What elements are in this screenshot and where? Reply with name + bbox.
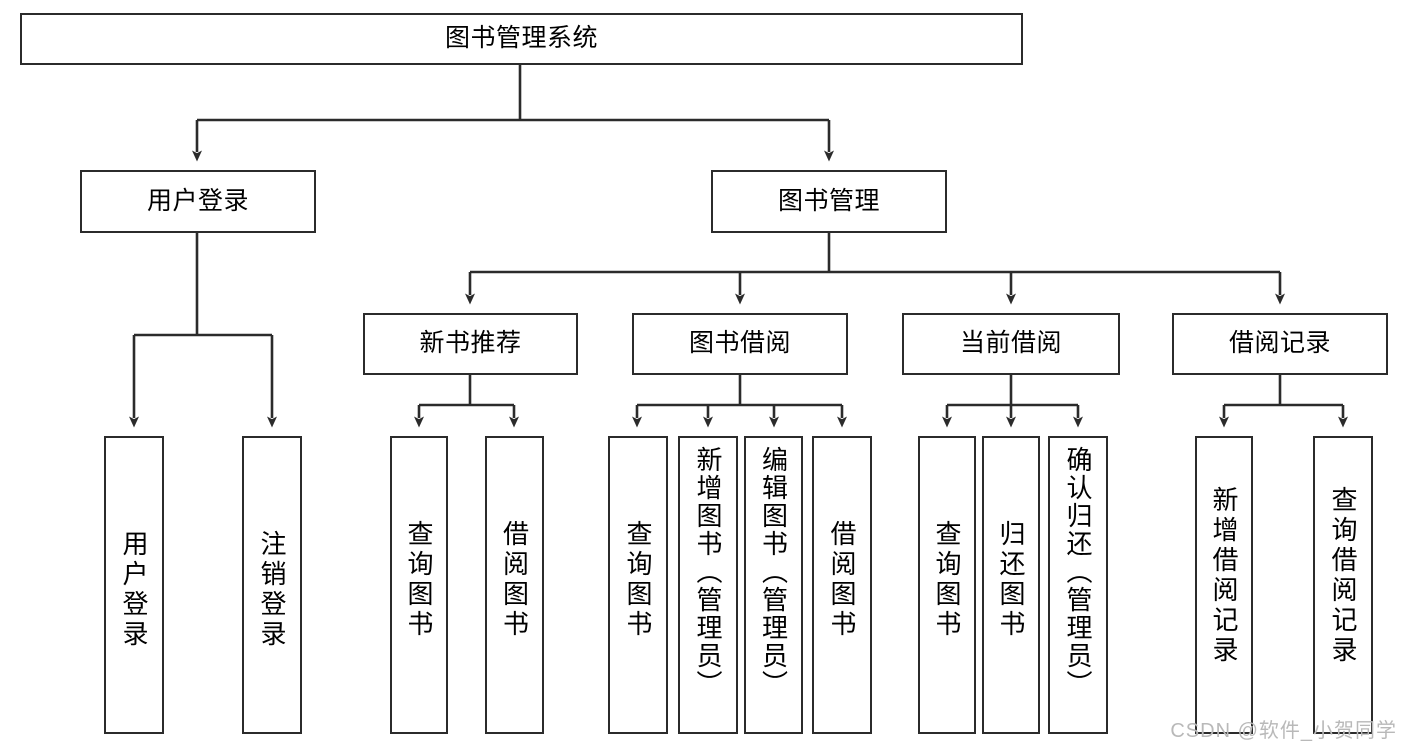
node-label: 借阅图书 [499, 520, 530, 640]
node-label: 归还图书 [996, 520, 1026, 640]
node-leaf-edit-book-admin[interactable]: 编辑图书（管理员） [744, 436, 803, 734]
node-label: 当前借阅 [959, 329, 1062, 358]
node-label: 查询图书 [932, 520, 962, 640]
node-label: 用户登录 [119, 530, 149, 650]
node-label: 查询图书 [404, 520, 434, 640]
node-leaf-logout-login[interactable]: 注销登录 [242, 436, 302, 734]
node-label: 注销登录 [257, 530, 287, 650]
node-label: 借阅记录 [1228, 329, 1331, 358]
node-label: 查询借阅记录 [1328, 486, 1358, 666]
node-borrow-record[interactable]: 借阅记录 [1172, 313, 1388, 375]
node-leaf-add-borrow-record[interactable]: 新增借阅记录 [1195, 436, 1253, 734]
node-user-login[interactable]: 用户登录 [80, 170, 316, 233]
node-leaf-borrow-book-recommend[interactable]: 借阅图书 [485, 436, 544, 734]
node-book-management[interactable]: 图书管理 [711, 170, 947, 233]
node-label: 新增借阅记录 [1209, 486, 1239, 666]
node-label: 图书管理 [777, 186, 880, 215]
node-leaf-return-book[interactable]: 归还图书 [982, 436, 1040, 734]
node-current-borrow[interactable]: 当前借阅 [902, 313, 1120, 375]
node-label: 新书推荐 [419, 329, 522, 358]
node-label: 图书管理系统 [444, 24, 598, 53]
node-new-book-recommend[interactable]: 新书推荐 [363, 313, 578, 375]
node-leaf-query-borrow-record[interactable]: 查询借阅记录 [1313, 436, 1373, 734]
node-leaf-query-book-recommend[interactable]: 查询图书 [390, 436, 448, 734]
node-label: 用户登录 [146, 186, 249, 215]
node-label: 确认归还（管理员） [1063, 446, 1093, 698]
node-leaf-query-book-borrow[interactable]: 查询图书 [608, 436, 668, 734]
node-book-borrow[interactable]: 图书借阅 [632, 313, 848, 375]
node-label: 借阅图书 [827, 520, 857, 640]
node-root-book-management-system[interactable]: 图书管理系统 [20, 13, 1023, 65]
node-leaf-add-book-admin[interactable]: 新增图书（管理员） [678, 436, 738, 734]
node-leaf-confirm-return-admin[interactable]: 确认归还（管理员） [1048, 436, 1108, 734]
node-label: 查询图书 [623, 520, 653, 640]
node-label: 编辑图书（管理员） [758, 446, 789, 698]
node-leaf-query-book-current[interactable]: 查询图书 [918, 436, 976, 734]
node-label: 图书借阅 [688, 329, 791, 358]
node-leaf-user-login[interactable]: 用户登录 [104, 436, 164, 734]
csdn-watermark: CSDN @软件_小贺同学 [1170, 720, 1397, 742]
node-label: 新增图书（管理员） [693, 446, 723, 698]
node-leaf-borrow-book[interactable]: 借阅图书 [812, 436, 872, 734]
